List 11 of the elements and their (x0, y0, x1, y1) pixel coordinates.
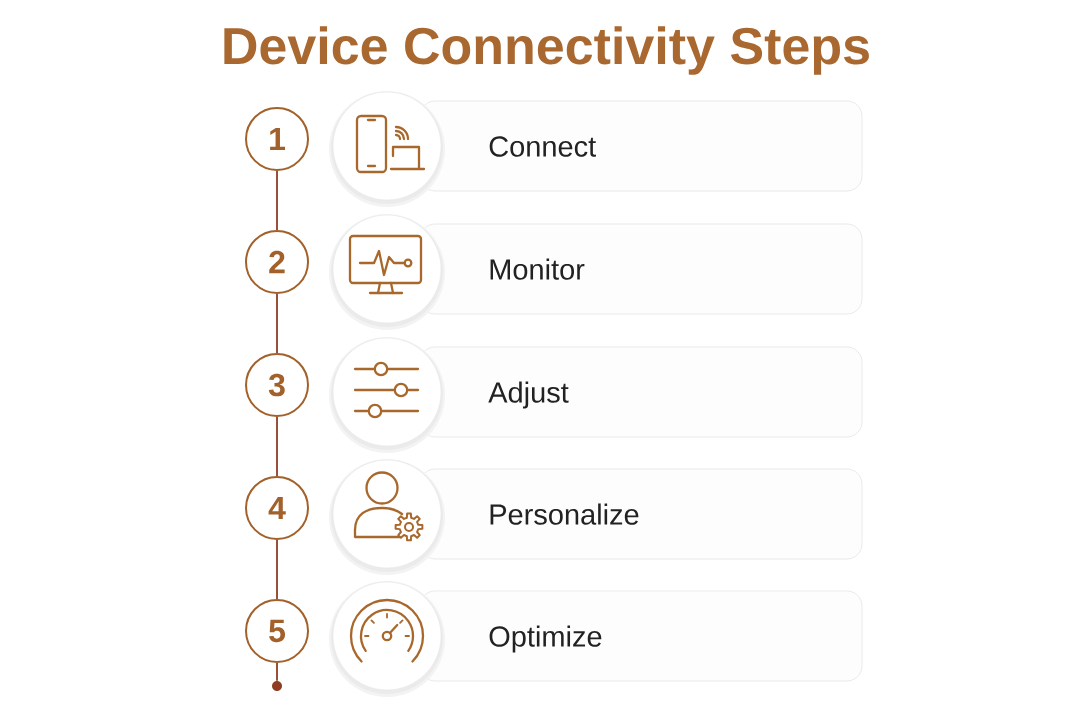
step-card: Monitor (419, 223, 863, 315)
connector-line (276, 416, 278, 477)
step-card: Personalize (419, 468, 863, 560)
step-card: Adjust (419, 346, 863, 438)
step-card: Optimize (419, 590, 863, 682)
connector-line (276, 539, 278, 600)
title: Device Connectivity Steps (224, 26, 869, 75)
connector-line (276, 293, 278, 354)
step-card: Connect (419, 100, 863, 192)
connector-line (276, 170, 278, 231)
connector-line (276, 662, 278, 682)
